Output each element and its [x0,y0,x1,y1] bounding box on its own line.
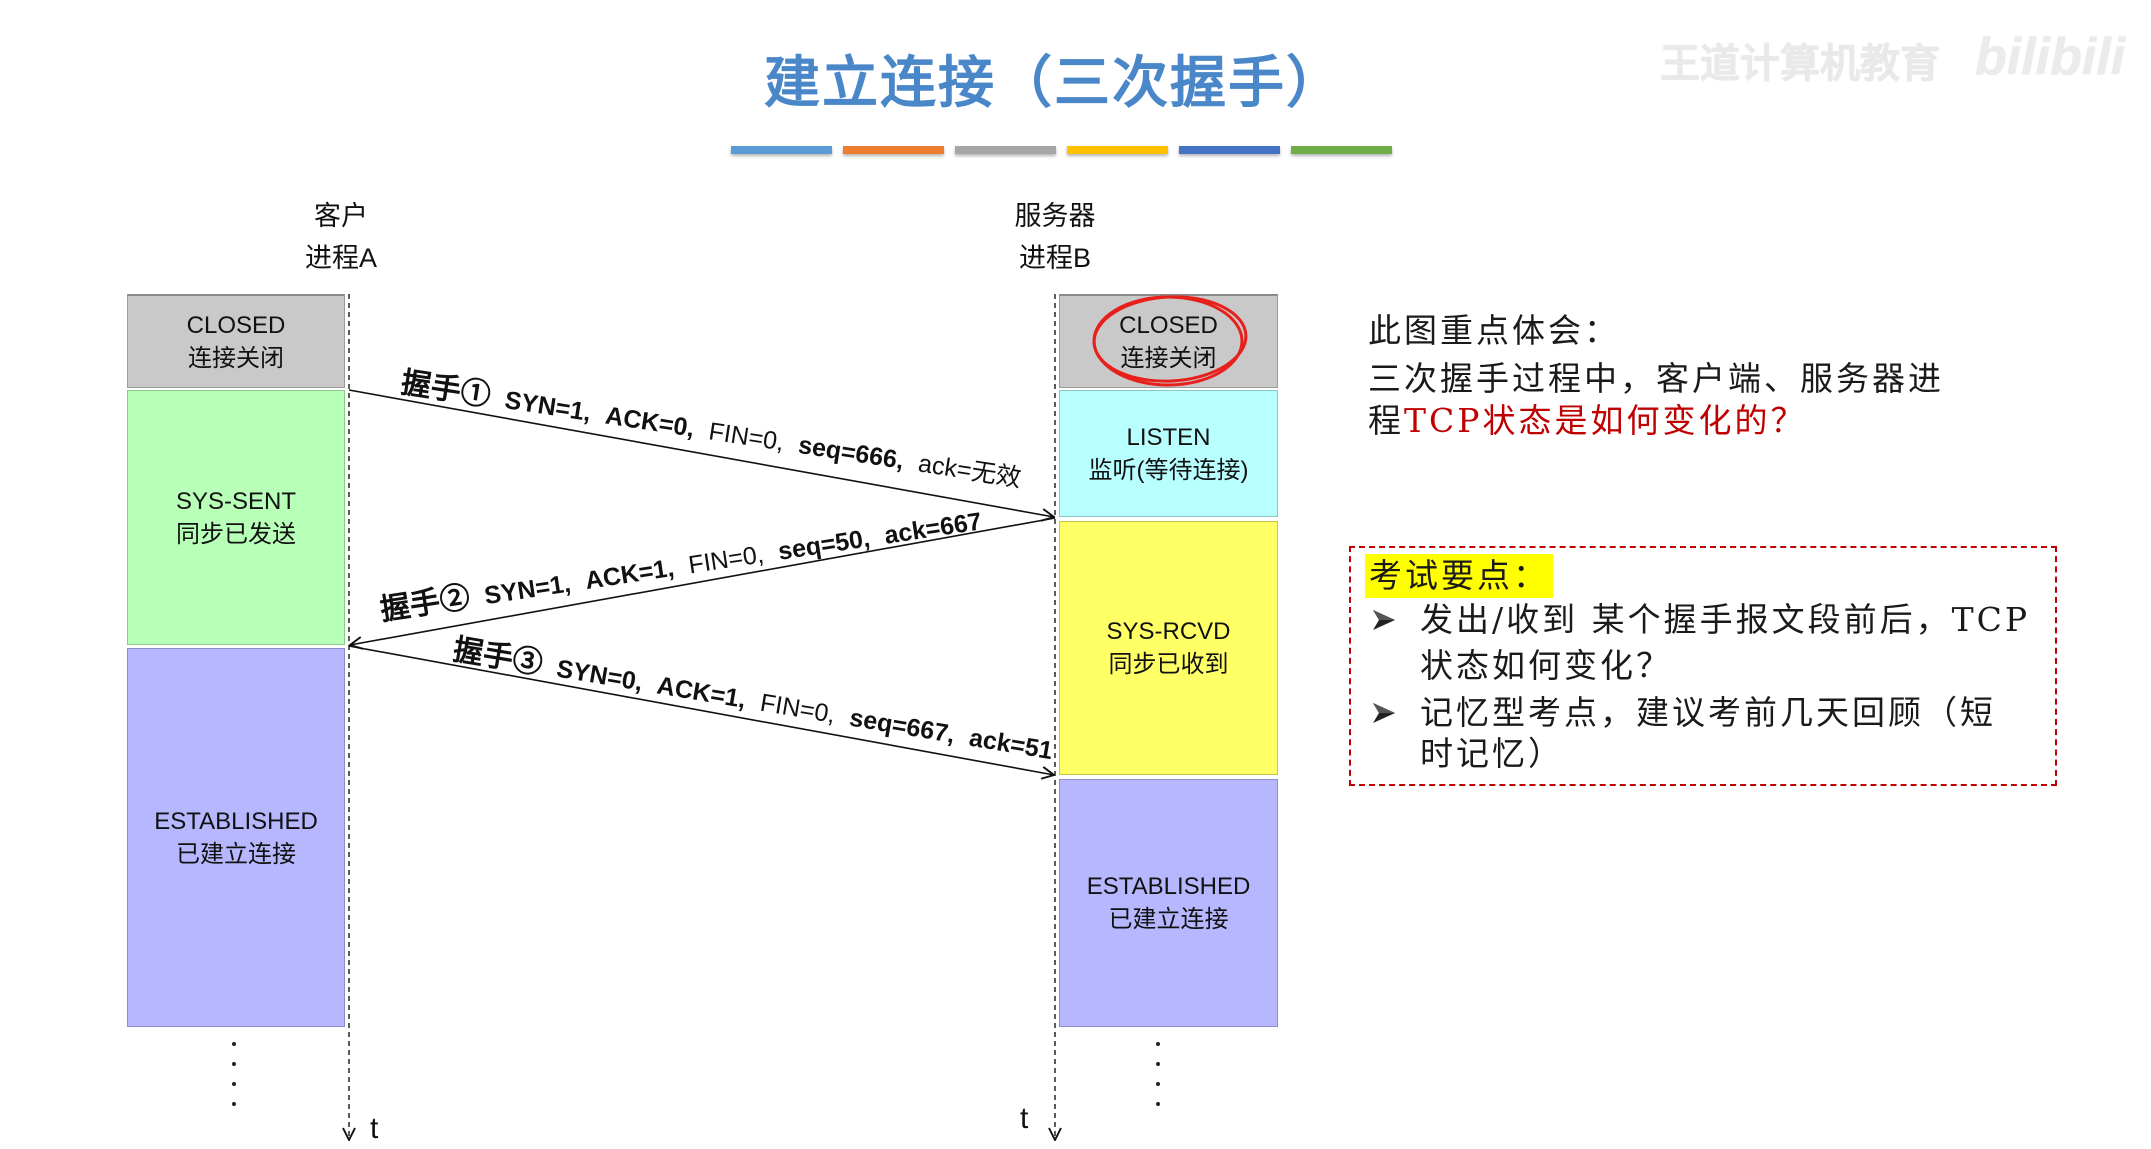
syn-flag: SYN=1, [503,386,593,427]
server-state-syn-rcvd: SYS-RCVD 同步已收到 [1059,521,1278,775]
state-description: 连接关闭 [1120,344,1217,372]
accent-bar-gold [1067,146,1168,154]
state-description: 同步已收到 [1108,651,1229,678]
ack-number: ack=667 [882,507,983,549]
server-time-axis-label: t [1020,1102,1029,1135]
handshake-1-label: 握手① SYN=1, ACK=0, FIN=0, seq=666, ack=无效 [399,366,1024,493]
seq-number: seq=667, [848,704,958,749]
seq-number: seq=666, [796,431,905,475]
watermark-org: 王道计算机教育 [1660,42,1940,86]
state-description: 同步已发送 [176,520,296,548]
notes-line-2-highlight: TCP状态是如何变化的？ [1404,401,1807,440]
state-name: ESTABLISHED [1086,873,1251,900]
notes-line-1: 三次握手过程中，客户端、服务器进 [1368,359,1944,398]
state-name: CLOSED [1119,311,1218,339]
fin-flag: FIN=0, [758,689,837,729]
exam-point-2-line-2: 时记忆） [1420,734,1564,773]
server-label: 服务器 [1014,201,1096,231]
ack-flag: ACK=0, [603,402,696,443]
server-state-listen: LISTEN 监听(等待连接) [1059,390,1278,517]
exam-point-1-line-1: 发出/收到 某个握手报文段前后，TCP [1420,600,2031,639]
notes-line-2-prefix: 程 [1368,401,1404,440]
client-state-closed: CLOSED 连接关闭 [127,294,345,388]
exam-points-heading: 考试要点： [1365,554,1553,598]
ack-number: ack=无效 [916,449,1023,492]
accent-bar-gray [955,146,1056,154]
handshake-step: 握手② [378,581,472,627]
client-process-label: 进程A [304,243,377,273]
notes-line-2: 程TCP状态是如何变化的？ [1368,401,1806,441]
arrowhead-bullet-icon [1373,610,1395,630]
state-name: ESTABLISHED [154,807,318,835]
syn-flag: SYN=0, [555,655,645,697]
handshake-2-label: 握手② SYN=1, ACK=1, FIN=0, seq=50, ack=667 [378,503,984,626]
exam-points-box [1349,546,2057,786]
ack-number: ack=51 [967,724,1055,766]
server-continuation-dots [1156,1042,1160,1122]
ack-flag: ACK=1, [583,554,676,595]
page-title: 建立连接（三次握手） [764,50,1344,116]
client-time-axis-label: t [370,1112,379,1145]
title-accent-bars [731,146,1392,154]
state-description: 连接关闭 [188,344,284,372]
ack-flag: ACK=1, [655,671,748,713]
handshake-3-label: 握手③ SYN=0, ACK=1, FIN=0, seq=667, ack=51 [451,633,1056,766]
server-state-established: ESTABLISHED 已建立连接 [1059,779,1278,1027]
state-description: 已建立连接 [176,840,296,868]
syn-flag: SYN=1, [482,570,572,611]
state-description: 已建立连接 [1108,906,1229,933]
client-label: 客户 [314,201,368,231]
state-name: CLOSED [186,311,286,339]
server-process-label: 进程B [1018,243,1091,273]
accent-bar-blue [731,146,832,154]
handshake-step: 握手③ [451,633,545,680]
state-description: 监听(等待连接) [1088,456,1249,484]
handshake-step: 握手① [399,366,493,412]
handshake-1-arrow [348,389,1054,517]
state-name: SYS-RCVD [1106,618,1231,645]
exam-point-2-line-1: 记忆型考点，建议考前几天回顾（短 [1420,693,1996,732]
notes-heading: 此图重点体会： [1368,311,1620,350]
fin-flag: FIN=0, [707,417,786,456]
accent-bar-orange [843,146,944,154]
handshake-3-arrow [348,645,1054,775]
client-state-established: ESTABLISHED 已建立连接 [127,648,345,1027]
server-state-closed: CLOSED 连接关闭 [1059,294,1278,388]
exam-point-1-line-2: 状态如何变化？ [1420,646,1672,685]
state-name: LISTEN [1126,423,1211,451]
seq-number: seq=50, [776,524,872,566]
arrowhead-bullet-icon [1373,703,1395,723]
handshake-2-arrow [350,517,1056,645]
accent-bar-green [1291,146,1392,154]
client-state-syn-sent: SYS-SENT 同步已发送 [127,390,345,645]
fin-flag: FIN=0, [687,540,766,579]
accent-bar-dark-blue [1179,146,1280,154]
client-continuation-dots [232,1042,236,1122]
state-name: SYS-SENT [175,487,297,515]
watermark-brand-logo: bilibili [1975,28,2126,86]
